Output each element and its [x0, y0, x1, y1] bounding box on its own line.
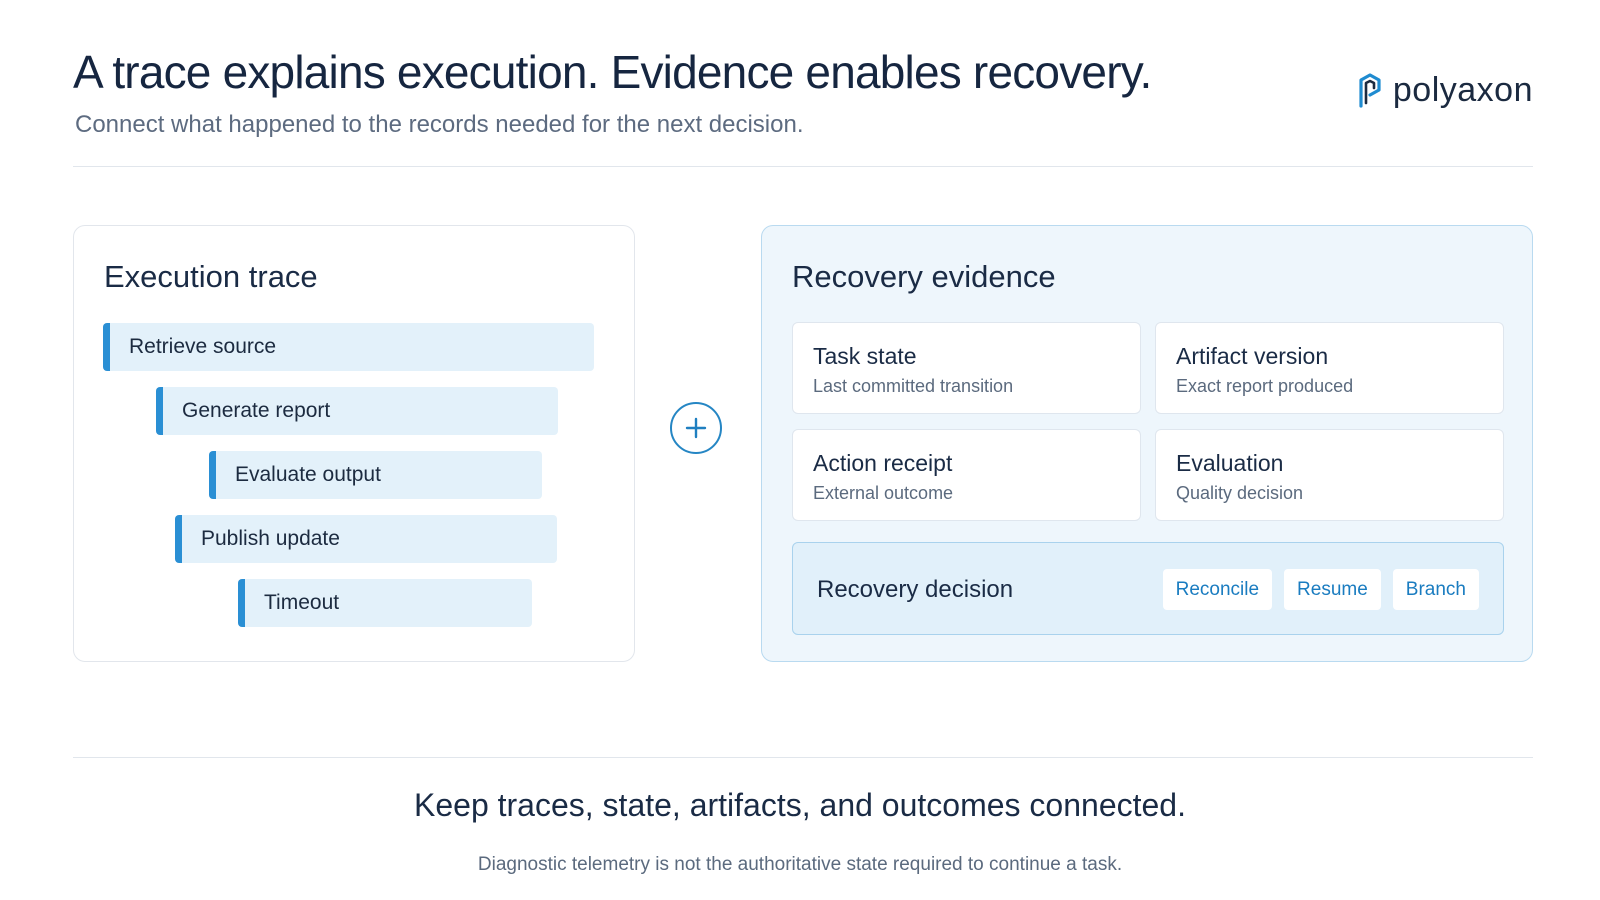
branch-button[interactable]: Branch — [1392, 569, 1479, 610]
logo-wordmark: polyaxon — [1392, 70, 1533, 109]
trace-step[interactable]: Timeout — [238, 579, 532, 627]
plus-icon — [670, 402, 722, 454]
footer-headline: Keep traces, state, artifacts, and outco… — [414, 787, 1186, 823]
evidence-item-action-receipt[interactable]: Action receipt External outcome — [792, 429, 1141, 521]
recovery-evidence-title: Recovery evidence — [792, 259, 1056, 294]
execution-trace-card: Execution trace Retrieve source Generate… — [73, 225, 635, 662]
reconcile-button[interactable]: Reconcile — [1162, 569, 1273, 610]
evidence-item-description: Exact report produced — [1176, 376, 1354, 396]
trace-step[interactable]: Retrieve source — [103, 323, 594, 371]
recovery-decision-actions: Reconcile Resume Branch — [1162, 569, 1479, 610]
polyaxon-logo-icon — [1359, 73, 1381, 108]
evidence-item-label: Artifact version — [1176, 343, 1329, 369]
trace-step[interactable]: Generate report — [156, 387, 558, 435]
execution-trace-title: Execution trace — [104, 259, 318, 294]
footer-divider — [73, 757, 1533, 758]
evidence-item-label: Evaluation — [1176, 450, 1284, 476]
page-subtitle: Connect what happened to the records nee… — [75, 111, 804, 138]
page-title: A trace explains execution. Evidence ena… — [73, 46, 1152, 98]
footer-note: Diagnostic telemetry is not the authorit… — [477, 854, 1123, 875]
evidence-item-label: Action receipt — [813, 450, 953, 476]
evidence-item-description: External outcome — [813, 483, 954, 503]
evidence-item-artifact-version[interactable]: Artifact version Exact report produced — [1155, 322, 1504, 414]
polyaxon-logo: polyaxon — [1357, 70, 1533, 110]
evidence-item-description: Quality decision — [1176, 483, 1304, 503]
recovery-decision-label: Recovery decision — [817, 576, 1014, 603]
evidence-item-description: Last committed transition — [813, 376, 1014, 396]
trace-step[interactable]: Evaluate output — [209, 451, 542, 499]
recovery-evidence-card: Recovery evidence Task state Last commit… — [761, 225, 1533, 662]
resume-button[interactable]: Resume — [1284, 569, 1381, 610]
evidence-item-task-state[interactable]: Task state Last committed transition — [792, 322, 1141, 414]
header-divider — [73, 166, 1533, 167]
plus-glyph — [685, 417, 707, 439]
evidence-item-evaluation[interactable]: Evaluation Quality decision — [1155, 429, 1504, 521]
recovery-decision-panel: Recovery decision Reconcile Resume Branc… — [792, 542, 1504, 635]
trace-step[interactable]: Publish update — [175, 515, 557, 563]
evidence-item-label: Task state — [813, 343, 917, 369]
header: A trace explains execution. Evidence ena… — [73, 44, 1533, 168]
